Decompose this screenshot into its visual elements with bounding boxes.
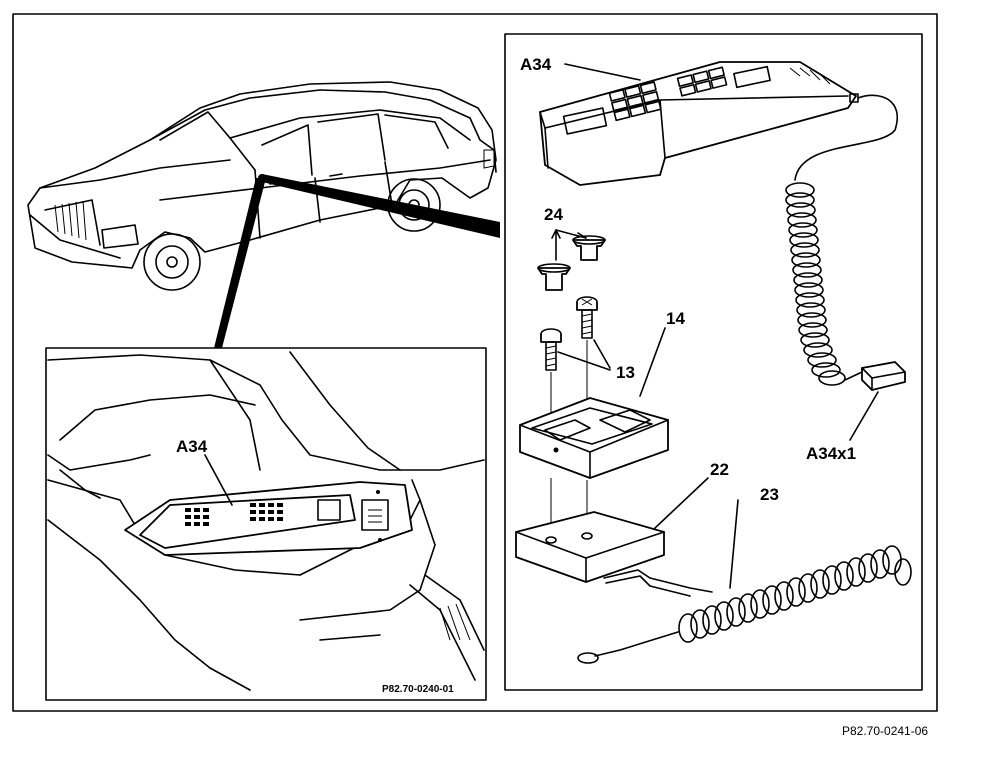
- label-23-cable: 23: [760, 485, 779, 504]
- connector-a34x1: [849, 361, 906, 441]
- car-illustration: [27, 81, 497, 291]
- label-24-caps: 24: [544, 205, 563, 224]
- leader-a34: [564, 63, 641, 81]
- exploded-view: [504, 33, 923, 691]
- handset-a34: [539, 61, 859, 186]
- label-13-screws: 13: [616, 363, 635, 382]
- inset-reference: P82.70-0240-01: [382, 684, 454, 695]
- cable-23: [577, 499, 912, 664]
- console-inset: [45, 347, 487, 701]
- caps-24: [537, 229, 606, 291]
- handset-coil-cable: [785, 94, 898, 386]
- pointer-lines: [214, 174, 500, 348]
- label-a34-handset: A34: [520, 55, 552, 74]
- base-plate-22: [515, 477, 709, 583]
- bracket-14: [519, 327, 669, 540]
- label-22-plate: 22: [710, 460, 729, 479]
- label-14-bracket: 14: [666, 309, 685, 328]
- label-a34-inset: A34: [176, 437, 208, 456]
- label-a34x1-connector: A34x1: [806, 444, 856, 463]
- outer-frame: [12, 13, 938, 712]
- figure-reference: P82.70-0241-06: [842, 724, 929, 738]
